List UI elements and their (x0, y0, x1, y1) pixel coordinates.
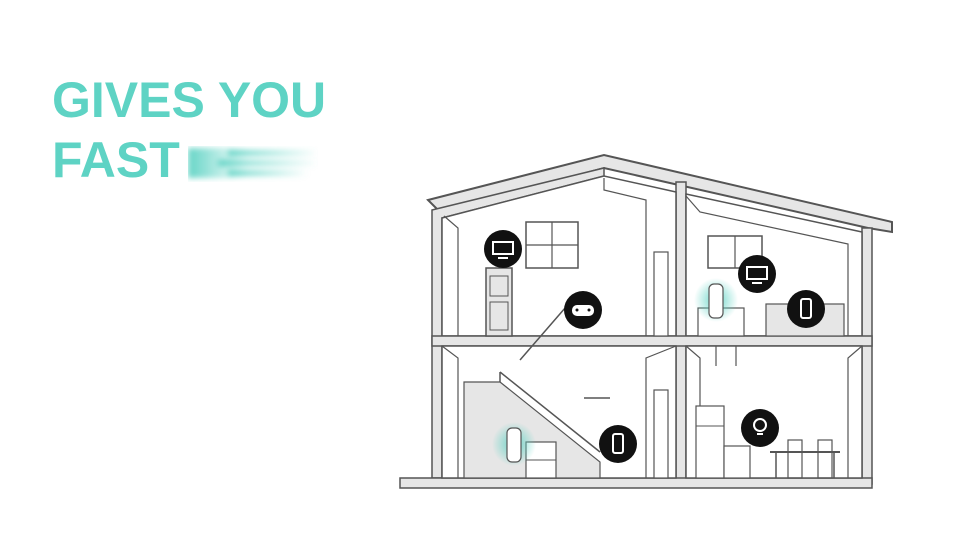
speed-streak-graphic (188, 148, 318, 178)
tv-icon (738, 255, 776, 293)
headline-line-2: FAST (52, 132, 180, 188)
headline-line-1: GIVES YOU (52, 72, 327, 128)
gamepad-icon (564, 291, 602, 329)
smartphone-icon (599, 425, 637, 463)
smartphone-icon (787, 290, 825, 328)
lightbulb-icon (741, 409, 779, 447)
tv-icon (484, 230, 522, 268)
mesh-router-icon (694, 278, 738, 322)
headline: GIVES YOU FAST (52, 70, 326, 190)
mesh-router-icon (492, 422, 536, 466)
